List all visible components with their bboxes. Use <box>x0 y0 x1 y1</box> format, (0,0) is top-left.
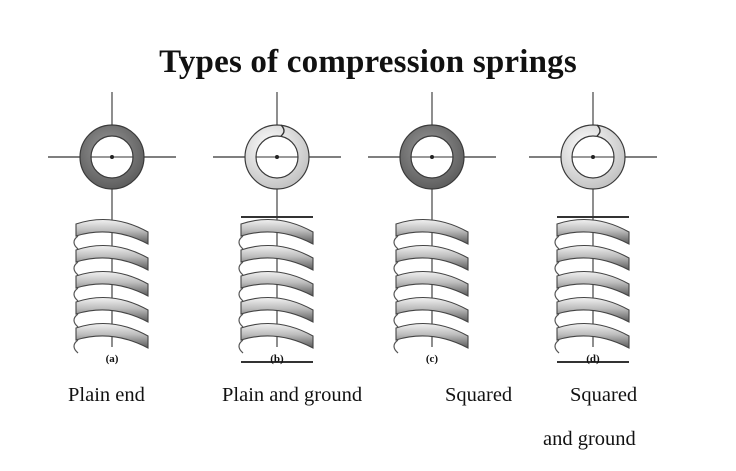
coil-back-a-5 <box>73 339 79 354</box>
coil-b-3 <box>240 271 314 297</box>
spring-d-label: Squared <box>570 384 638 406</box>
coil-a-3 <box>75 271 149 297</box>
coil-d-4 <box>556 297 630 323</box>
coil-a-1 <box>75 219 149 245</box>
coil-b-2 <box>240 245 314 271</box>
center-dot-b <box>275 155 279 159</box>
spring-b-letter: (b) <box>270 353 284 365</box>
spring-d-label-line2: and ground <box>543 428 636 450</box>
coil-b-1 <box>240 219 314 245</box>
coil-c-2 <box>395 245 469 271</box>
coil-b-5 <box>240 323 314 349</box>
coil-a-5 <box>75 323 149 349</box>
coil-d-2 <box>556 245 630 271</box>
spring-a-letter: (a) <box>105 353 119 365</box>
coil-back-d-2 <box>554 261 560 276</box>
coil-back-a-2 <box>73 261 79 276</box>
coil-a-2 <box>75 245 149 271</box>
coil-b-4 <box>240 297 314 323</box>
coil-c-1 <box>395 219 469 245</box>
coil-c-4 <box>395 297 469 323</box>
spring-d-letter: (d) <box>586 353 600 365</box>
coil-back-a-1 <box>73 235 79 250</box>
coil-back-c-5 <box>393 339 399 354</box>
ring-wire-end-d <box>596 124 601 137</box>
diagram-title: Types of compression springs <box>159 44 577 80</box>
center-dot-d <box>591 155 595 159</box>
coil-back-d-5 <box>554 339 560 354</box>
coil-back-b-3 <box>238 287 244 302</box>
coil-back-c-4 <box>393 313 399 328</box>
coil-back-a-4 <box>73 313 79 328</box>
coil-back-c-3 <box>393 287 399 302</box>
coil-back-b-2 <box>238 261 244 276</box>
coil-back-a-3 <box>73 287 79 302</box>
ring-wire-end-b <box>280 124 285 137</box>
spring-b-label: Plain and ground <box>222 384 363 406</box>
spring-c-letter: (c) <box>425 353 439 365</box>
spring-c-label: Squared <box>445 384 513 406</box>
center-dot-a <box>110 155 114 159</box>
coil-d-1 <box>556 219 630 245</box>
spring-a-label: Plain end <box>68 384 145 406</box>
coil-c-3 <box>395 271 469 297</box>
coil-back-b-4 <box>238 313 244 328</box>
coil-back-c-1 <box>393 235 399 250</box>
coil-back-d-3 <box>554 287 560 302</box>
coil-d-5 <box>556 323 630 349</box>
center-dot-c <box>430 155 434 159</box>
coil-back-d-4 <box>554 313 560 328</box>
coil-c-5 <box>395 323 469 349</box>
coil-back-b-1 <box>238 235 244 250</box>
coil-d-3 <box>556 271 630 297</box>
coil-back-d-1 <box>554 235 560 250</box>
coil-back-b-5 <box>238 339 244 354</box>
coil-back-c-2 <box>393 261 399 276</box>
coil-a-4 <box>75 297 149 323</box>
